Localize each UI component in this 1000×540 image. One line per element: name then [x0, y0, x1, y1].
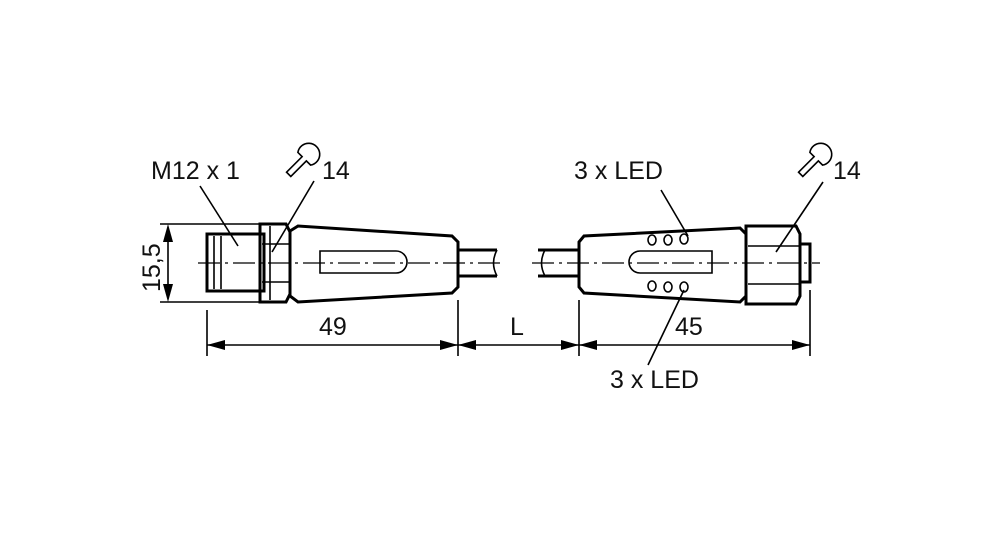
left-wrench-size-label: 14: [322, 157, 350, 185]
diameter-label: 15,5: [138, 243, 166, 292]
led-dots-top: [647, 233, 689, 246]
left-body-slot: [319, 250, 408, 274]
right-length-label: 45: [675, 313, 703, 341]
thread-leader-line: [199, 185, 239, 247]
led-label-top: 3 x LED: [574, 157, 663, 185]
right-hex-nut: [744, 224, 802, 306]
dimension-diameter: [160, 223, 262, 303]
right-end-cap: [798, 242, 812, 284]
left-length-label: 49: [319, 313, 347, 341]
right-wrench-leader-line: [775, 181, 824, 253]
left-body: [288, 224, 460, 304]
right-body: [577, 226, 748, 304]
right-connector: [538, 224, 812, 306]
led-bottom-leader-line: [647, 289, 685, 366]
left-wrench-leader-line: [271, 180, 315, 253]
dimension-lengths: [206, 290, 811, 356]
wrench-icon: [797, 142, 833, 178]
led-label-bottom: 3 x LED: [610, 366, 699, 394]
cable-length-label: L: [510, 313, 524, 341]
led-dots-bottom: [647, 280, 689, 293]
right-wrench-size-label: 14: [833, 157, 861, 185]
led-top-leader-line: [660, 189, 689, 237]
thread-label: M12 x 1: [151, 157, 240, 185]
wrench-icon: [285, 142, 321, 178]
right-body-slot: [628, 250, 713, 274]
